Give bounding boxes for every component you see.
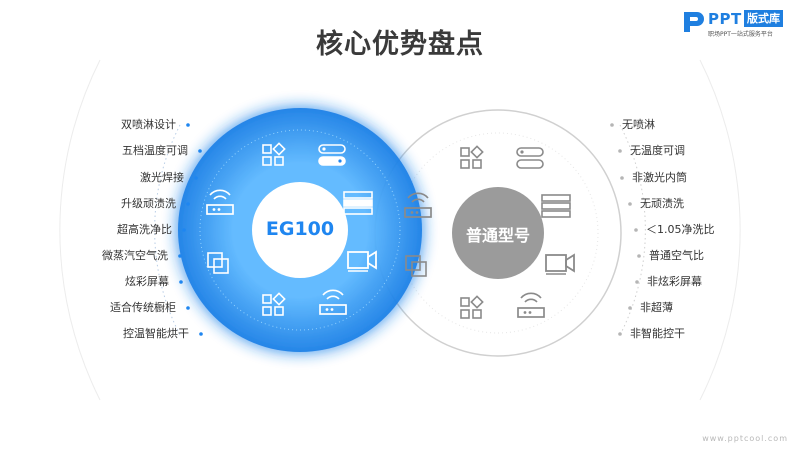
logo-tagline: 职场PPT一站式服务平台 (708, 31, 773, 38)
leader-dot (628, 202, 632, 206)
wifi-router-icon (517, 292, 545, 318)
grid-diamond-icon (460, 295, 484, 319)
eg100-feature-item: 激光焊接 (140, 171, 184, 184)
leader-dot (178, 254, 182, 258)
leader-dot (628, 306, 632, 310)
leader-dot (635, 280, 639, 284)
eg100-feature-item: 炫彩屏幕 (125, 275, 169, 288)
standard-feature-item: 非炫彩屏幕 (647, 275, 702, 288)
standard-feature-item: 非超薄 (640, 301, 673, 314)
eg100-feature-item: 控温智能烘干 (123, 327, 189, 340)
wifi-router-icon (319, 289, 347, 315)
leader-dot (620, 176, 624, 180)
leader-dot (186, 306, 190, 310)
standard-model-ring (374, 109, 622, 357)
toggle-switch-icon (318, 144, 346, 166)
leader-dot (198, 149, 202, 153)
logo-brand-text: PPT (708, 10, 742, 28)
standard-icons (404, 145, 575, 319)
standard-feature-item: 普通空气比 (649, 249, 704, 262)
ppt-logo-icon (684, 12, 704, 32)
eg100-feature-item: 五档温度可调 (122, 144, 188, 157)
grid-diamond-icon (262, 292, 286, 316)
eg100-feature-item: 微蒸汽空气洗 (102, 249, 168, 262)
standard-feature-item: 无喷淋 (622, 118, 655, 131)
server-rack-icon (343, 191, 373, 215)
toggle-switch-icon (516, 147, 544, 169)
leader-dot (182, 228, 186, 232)
server-rack-icon (541, 194, 571, 218)
logo-badge: 版式库 (744, 10, 783, 27)
leader-dot (637, 254, 641, 258)
standard-feature-item: 非激光内筒 (632, 171, 687, 184)
leader-dot (179, 280, 183, 284)
eg100-feature-item: 双喷淋设计 (121, 118, 176, 131)
layers-square-icon (405, 255, 427, 277)
eg100-ring (178, 108, 422, 352)
video-camera-icon (545, 253, 575, 275)
eg100-feature-item: 升级顽渍洗 (121, 197, 176, 210)
grid-diamond-icon (262, 142, 286, 166)
standard-feature-item: 无温度可调 (630, 144, 685, 157)
leader-dot (618, 149, 622, 153)
layers-square-icon (207, 252, 229, 274)
eg100-feature-item: 适合传统橱柜 (110, 301, 176, 314)
router-icon (206, 189, 234, 215)
router-icon (404, 192, 432, 218)
video-camera-icon (347, 250, 377, 272)
leader-dot (194, 176, 198, 180)
standard-feature-item: 非智能控干 (630, 327, 685, 340)
standard-feature-item: ＜1.05净洗比 (646, 223, 715, 236)
leader-dot (618, 332, 622, 336)
left-outer-arc (59, 59, 101, 401)
standard-model-label: 普通型号 (465, 226, 530, 245)
standard-feature-item: 无顽渍洗 (640, 197, 684, 210)
leader-dot (610, 123, 614, 127)
brand-logo: PPT 版式库 职场PPT一站式服务平台 (680, 8, 795, 40)
footer-url: www.pptcool.com (702, 434, 788, 443)
right-outer-arc (699, 59, 741, 401)
leader-dot (186, 202, 190, 206)
eg100-icons (206, 142, 377, 316)
right-leader-dots (610, 123, 641, 336)
leader-dot (186, 123, 190, 127)
grid-diamond-icon (460, 145, 484, 169)
left-leader-dots (178, 123, 203, 336)
left-dotted-arc (154, 124, 181, 336)
eg100-feature-item: 超高洗净比 (117, 223, 172, 236)
leader-dot (634, 228, 638, 232)
eg100-label: EG100 (265, 218, 335, 240)
page-title: 核心优势盘点 (316, 29, 484, 60)
leader-dot (199, 332, 203, 336)
